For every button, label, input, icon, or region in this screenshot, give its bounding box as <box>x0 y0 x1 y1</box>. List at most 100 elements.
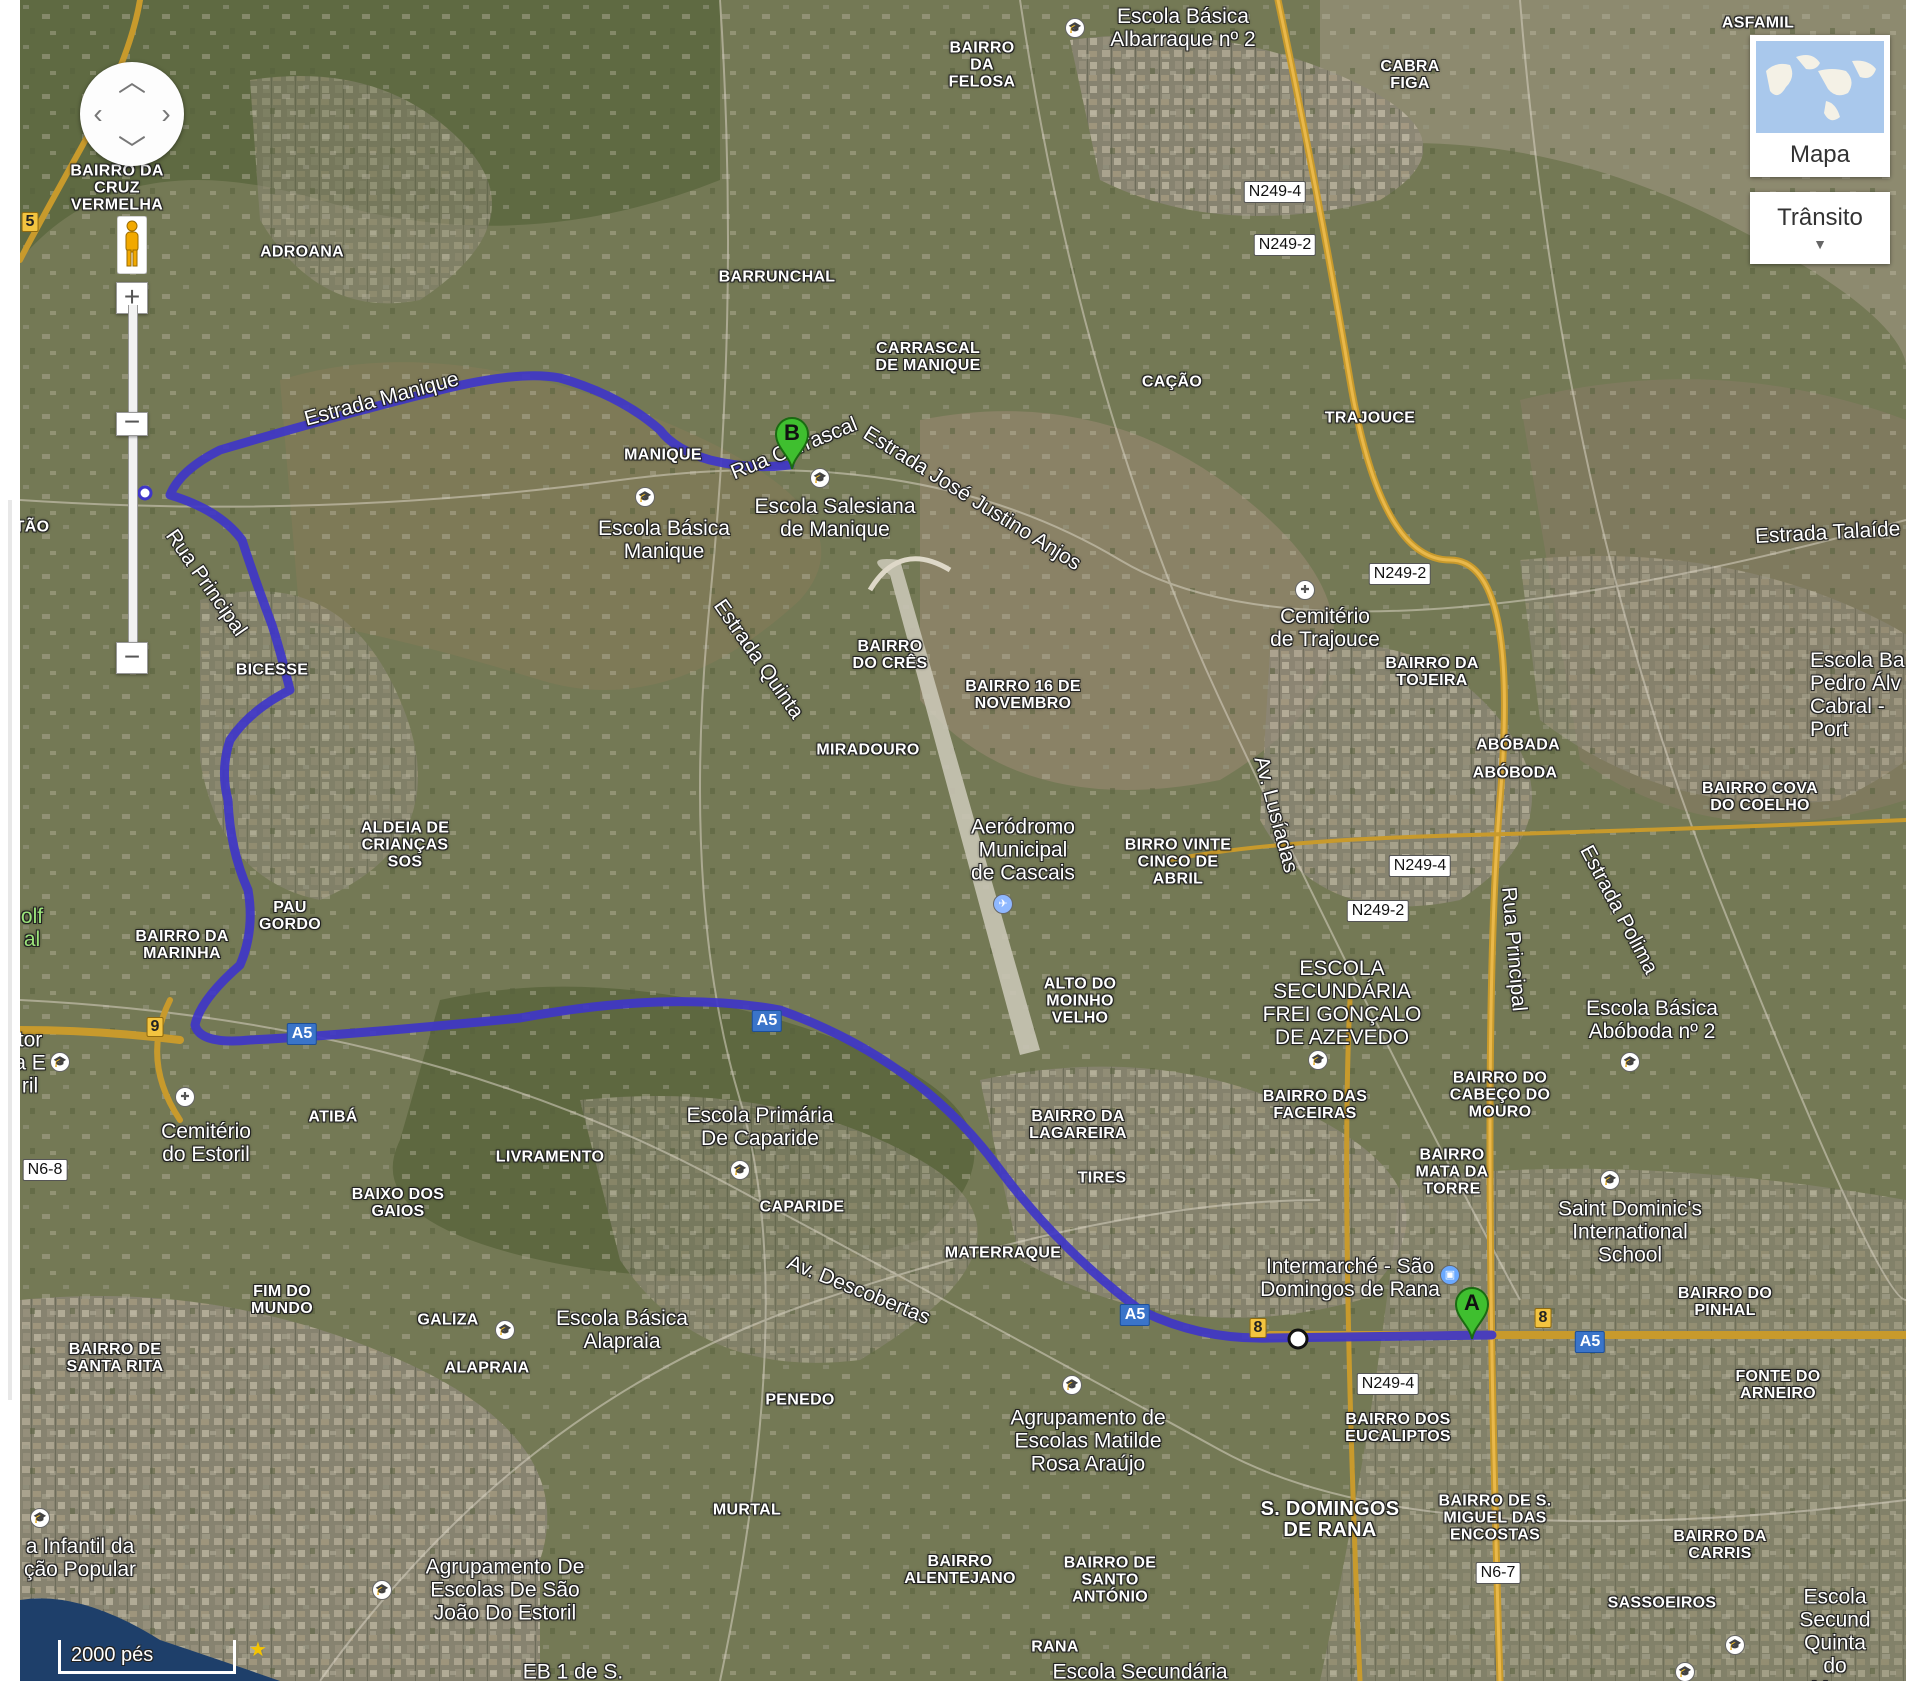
school-icon[interactable]: 🎓 <box>1065 18 1085 38</box>
school-icon[interactable]: 🎓 <box>372 1580 392 1600</box>
place-label: Adroana <box>260 243 344 261</box>
scale-label: 2000 pés <box>71 1644 154 1666</box>
place-label: Materraque <box>944 1244 1062 1262</box>
school-icon[interactable]: 🎓 <box>30 1508 50 1528</box>
poi-label: Agrupamento de Escolas Matilde Rosa Araú… <box>1010 1406 1166 1476</box>
school-icon[interactable]: 🎓 <box>635 487 655 507</box>
marker-letter: B <box>784 420 800 445</box>
place-label: Carrascal de Manique <box>875 340 981 374</box>
place-label: Bairro Cova do Coelho <box>1702 780 1818 814</box>
marker-letter: A <box>1464 1290 1480 1315</box>
pan-control[interactable]: ︿ ﹀ ‹ › <box>80 62 184 166</box>
highway-shield-a5: A5 <box>1119 1304 1151 1326</box>
place-label: Bairro da Tojeira <box>1385 655 1479 689</box>
place-label: Bairro Alentejano <box>904 1553 1016 1587</box>
place-label: Tires <box>1077 1169 1127 1187</box>
place-label: TÃO <box>20 518 50 536</box>
exit-shield: 5 <box>21 212 39 232</box>
street-view-pegman-icon[interactable] <box>117 216 147 274</box>
scale-bar: 2000 pés <box>58 1640 236 1674</box>
zoom-slider-track[interactable] <box>128 305 138 653</box>
caret-down-icon: ▼ <box>1813 236 1827 252</box>
poi-label: Cemitério do Estoril <box>161 1120 251 1166</box>
poi-label: Escola Básica Abóboda nº 2 <box>1586 997 1718 1043</box>
road-shield: N249-2 <box>1368 563 1432 585</box>
place-label: Murtal <box>712 1501 782 1519</box>
place-label: Caparide <box>759 1198 845 1216</box>
poi-label: a Infantil da ção Popular <box>23 1535 137 1581</box>
traffic-label: Trânsito <box>1777 204 1863 231</box>
place-label: Aldeia de Crianças SOS <box>360 819 450 871</box>
school-icon[interactable]: 🎓 <box>1600 1170 1620 1190</box>
map-type-button[interactable]: Mapa <box>1750 35 1890 177</box>
left-panel-edge <box>0 0 20 1681</box>
zoom-out-button[interactable]: − <box>116 642 148 674</box>
place-label: Rana <box>1031 1638 1079 1656</box>
school-icon[interactable]: 🎓 <box>1725 1635 1745 1655</box>
school-icon[interactable]: 🎓 <box>1308 1050 1328 1070</box>
road-shield: N6-8 <box>22 1159 68 1181</box>
cemetery-icon[interactable]: ✚ <box>175 1087 195 1107</box>
satellite-map[interactable]: Estrada Manique Rua Principal Rua Carras… <box>20 0 1906 1681</box>
route-waypoint <box>1287 1328 1309 1350</box>
place-label: Bairro do Pinhal <box>1677 1285 1773 1319</box>
poi-label: EB 1 de S. <box>522 1660 624 1681</box>
pan-down-icon[interactable]: ﹀ <box>118 134 147 165</box>
map-pin-icon <box>1454 1287 1490 1340</box>
place-label: Cação <box>1141 373 1203 391</box>
airport-icon[interactable]: ✈ <box>993 894 1013 914</box>
school-icon[interactable]: 🎓 <box>730 1160 750 1180</box>
cemetery-icon[interactable]: ✚ <box>1295 580 1315 600</box>
poi-label: Escola Ba Pedro Álv Cabral - Port <box>1810 649 1905 741</box>
zoom-slider-handle[interactable]: − <box>116 408 148 436</box>
place-label: Bairro Mata da Torre <box>1415 1146 1489 1198</box>
road-shield: N6-7 <box>1475 1562 1521 1584</box>
poi-label: Escola Secundária <box>1052 1660 1228 1681</box>
school-icon[interactable]: 🎓 <box>810 468 830 488</box>
road-shield: N249-4 <box>1388 855 1452 877</box>
place-label: Bairro de S. Miguel das Encostas <box>1438 1492 1552 1544</box>
school-icon[interactable]: 🎓 <box>1620 1052 1640 1072</box>
traffic-button[interactable]: Trânsito ▼ <box>1750 192 1890 264</box>
place-label: S. Domingos de Rana <box>1260 1498 1400 1541</box>
place-label: Miradouro <box>816 741 920 759</box>
poi-label: Escola Salesiana de Manique <box>754 495 916 541</box>
place-label: Bairro de Santo António <box>1063 1554 1157 1606</box>
place-label: Bairro da Lagareira <box>1029 1108 1127 1142</box>
shopping-icon[interactable]: ▣ <box>1440 1265 1460 1285</box>
place-label: Birro Vinte Cinco de Abril <box>1124 836 1232 888</box>
place-label: Trajouce <box>1324 409 1416 427</box>
star-icon[interactable]: ★ <box>249 1639 267 1661</box>
poi-label: Escola Primária De Caparide <box>686 1104 834 1150</box>
map-type-label: Mapa <box>1789 141 1851 168</box>
marker-start[interactable]: A <box>1452 1284 1492 1340</box>
exit-shield: 8 <box>1249 1318 1267 1338</box>
place-label: Bairro do Crês <box>852 638 928 672</box>
pan-right-icon[interactable]: › <box>161 98 171 129</box>
place-label: Alapraia <box>444 1359 530 1377</box>
place-label: Livramento <box>495 1148 605 1166</box>
school-icon[interactable]: 🎓 <box>1062 1375 1082 1395</box>
exit-shield: 9 <box>146 1017 164 1037</box>
school-icon[interactable]: 🎓 <box>495 1320 515 1340</box>
pan-left-icon[interactable]: ‹ <box>93 98 103 129</box>
world-map-icon <box>1756 41 1884 133</box>
road-shield: N249-4 <box>1243 181 1307 203</box>
exit-shield: 8 <box>1534 1308 1552 1328</box>
place-label: Asfamil <box>1721 14 1795 32</box>
place-label: Abóboda <box>1472 764 1558 782</box>
marker-end[interactable]: B <box>772 414 812 470</box>
place-label: Bairro da Felosa <box>948 39 1016 91</box>
place-label: Bairro dos Eucaliptos <box>1345 1411 1451 1445</box>
place-label: Bairro 16 de Novembro <box>965 678 1081 712</box>
poi-label: Saint Dominic's International School <box>1557 1197 1703 1267</box>
map-pin-icon <box>774 417 810 470</box>
place-label: Bairro da Cruz Vermelha <box>70 162 164 214</box>
place-label: Alto do Moinho Velho <box>1043 975 1117 1027</box>
school-icon[interactable]: 🎓 <box>50 1052 70 1072</box>
road-shield: N249-2 <box>1253 234 1317 256</box>
pan-up-icon[interactable]: ︿ <box>118 66 147 97</box>
place-label: Abóbada <box>1476 736 1560 754</box>
poi-label: Agrupamento De Escolas De São João Do Es… <box>425 1555 585 1625</box>
school-icon[interactable]: 🎓 <box>1675 1662 1695 1681</box>
